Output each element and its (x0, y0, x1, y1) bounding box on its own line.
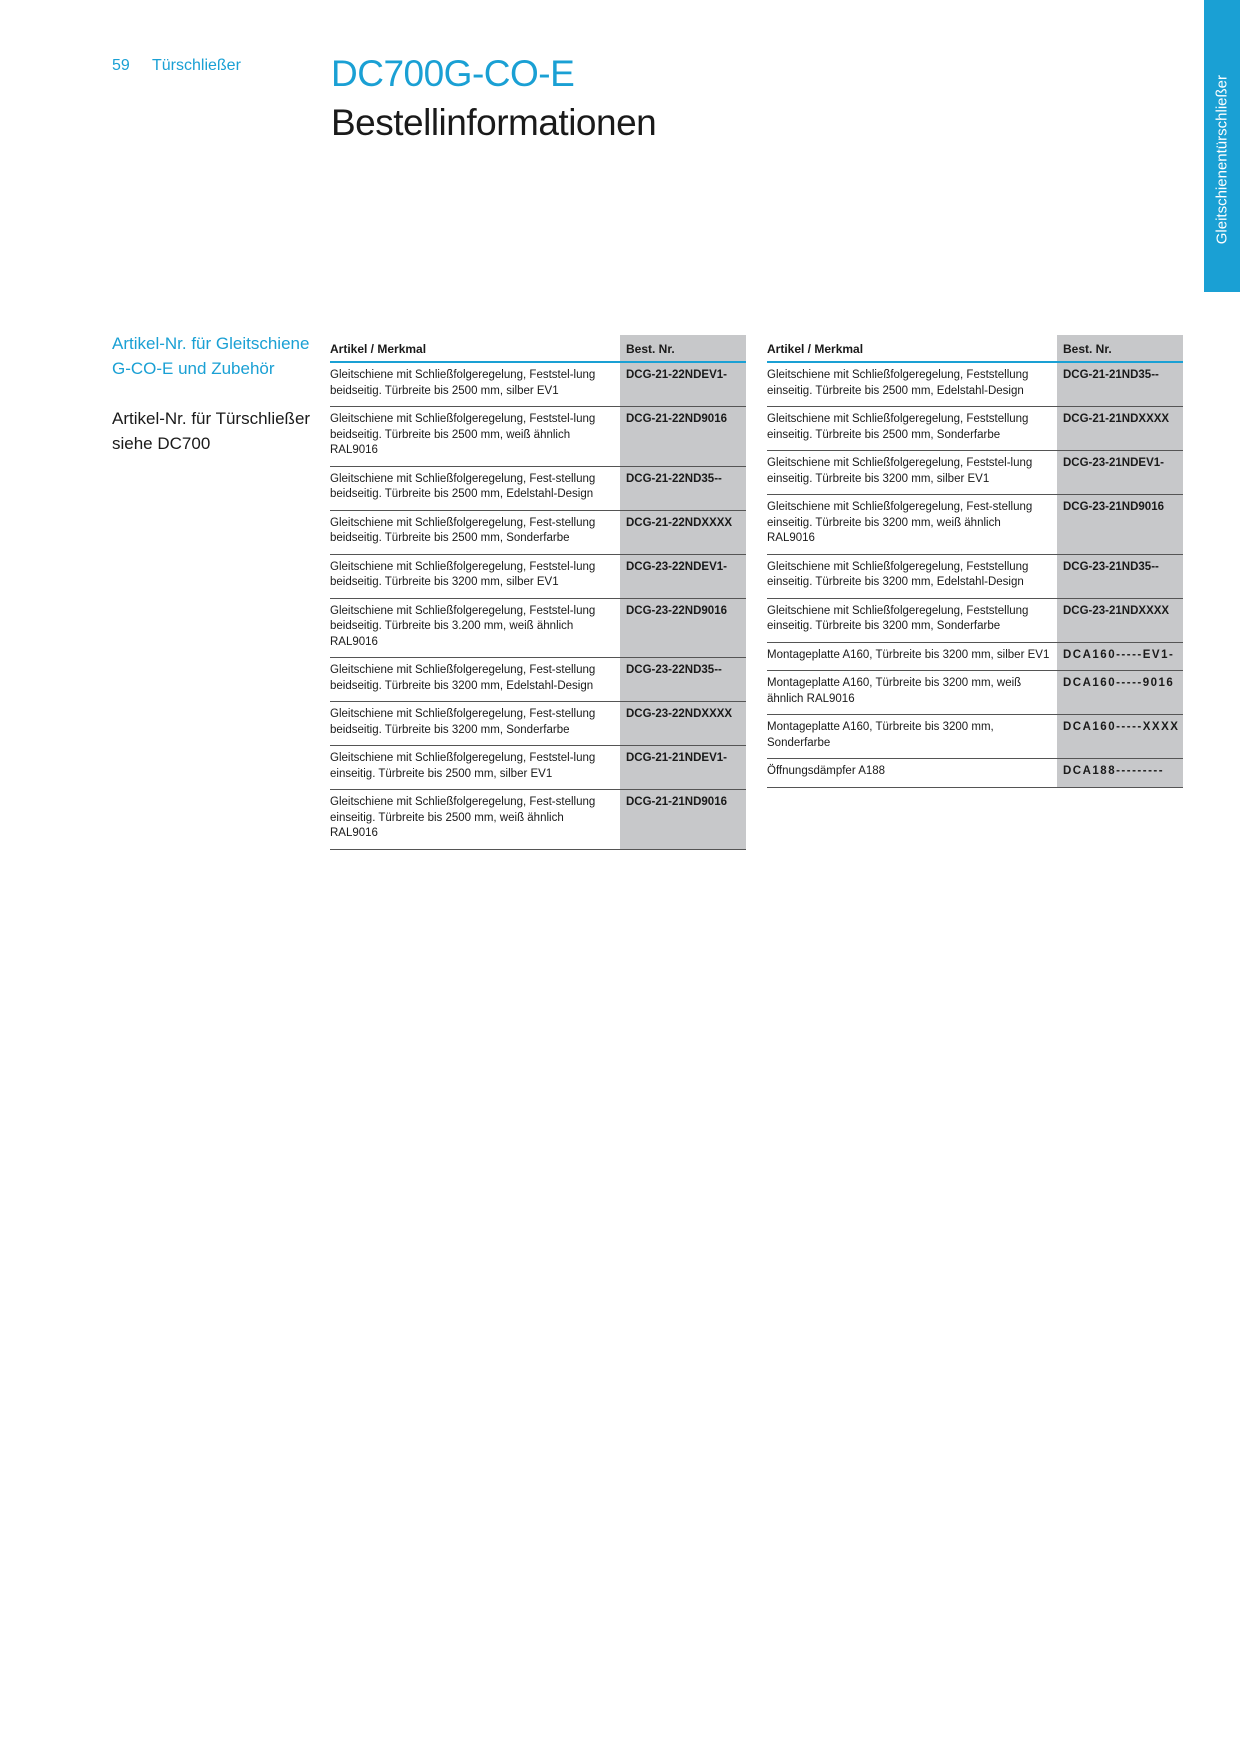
table-row: Gleitschiene mit Schließfolgeregelung, F… (767, 494, 1183, 555)
order-number: DCG-21-22NDEV1- (620, 362, 746, 407)
table-row: Gleitschiene mit Schließfolgeregelung, F… (330, 554, 746, 599)
table-row: Montageplatte A160, Türbreite bis 3200 m… (767, 642, 1183, 671)
order-table-left: Artikel / Merkmal Best. Nr. Gleitschiene… (330, 335, 746, 850)
article-description: Gleitschiene mit Schließfolgeregelung, F… (767, 554, 1057, 599)
order-number: DCG-21-21NDXXXX (1057, 406, 1183, 451)
table-row: Gleitschiene mit Schließfolgeregelung, F… (330, 701, 746, 746)
article-description: Gleitschiene mit Schließfolgeregelung, F… (330, 510, 620, 555)
article-description: Gleitschiene mit Schließfolgeregelung, F… (767, 450, 1057, 495)
article-description: Gleitschiene mit Schließfolgeregelung, F… (330, 554, 620, 599)
order-number: DCG-23-22ND35-- (620, 657, 746, 702)
order-number: DCA160-----EV1- (1057, 642, 1183, 671)
table-row: Gleitschiene mit Schließfolgeregelung, F… (330, 789, 746, 850)
side-tab: Gleitschienentürschließer (1204, 0, 1240, 292)
table-row: Gleitschiene mit Schließfolgeregelung, F… (330, 466, 746, 511)
table-row: Gleitschiene mit Schließfolgeregelung, F… (330, 657, 746, 702)
table-row: Montageplatte A160, Türbreite bis 3200 m… (767, 670, 1183, 715)
column-header-article: Artikel / Merkmal (330, 335, 620, 363)
article-description: Gleitschiene mit Schließfolgeregelung, F… (330, 406, 620, 467)
article-description: Montageplatte A160, Türbreite bis 3200 m… (767, 670, 1057, 715)
table-row: Gleitschiene mit Schließfolgeregelung, F… (767, 554, 1183, 599)
article-description: Gleitschiene mit Schließfolgeregelung, F… (330, 657, 620, 702)
order-number: DCG-23-21ND9016 (1057, 494, 1183, 555)
article-description: Gleitschiene mit Schließfolgeregelung, F… (330, 362, 620, 407)
article-description: Gleitschiene mit Schließfolgeregelung, F… (330, 598, 620, 658)
table-row: Gleitschiene mit Schließfolgeregelung, F… (330, 745, 746, 790)
table-row: Gleitschiene mit Schließfolgeregelung, F… (767, 450, 1183, 495)
order-number: DCA160-----XXXX (1057, 714, 1183, 759)
article-description: Gleitschiene mit Schließfolgeregelung, F… (330, 466, 620, 511)
table-row: Gleitschiene mit Schließfolgeregelung, F… (767, 362, 1183, 407)
page-number: 59 (112, 57, 130, 74)
order-number: DCG-23-22ND9016 (620, 598, 746, 658)
article-description: Montageplatte A160, Türbreite bis 3200 m… (767, 714, 1057, 759)
product-title: DC700G-CO-E (331, 53, 575, 94)
left-note-accessories: Artikel-Nr. für Gleitschiene G-CO-E und … (112, 334, 310, 378)
order-number: DCG-21-22ND9016 (620, 406, 746, 467)
column-header-order-number: Best. Nr. (1057, 335, 1183, 363)
side-tab-label: Gleitschienentürschließer (1213, 74, 1231, 244)
table-row: Gleitschiene mit Schließfolgeregelung, F… (330, 510, 746, 555)
article-description: Gleitschiene mit Schließfolgeregelung, F… (767, 598, 1057, 643)
order-number: DCG-21-22ND35-- (620, 466, 746, 511)
article-description: Gleitschiene mit Schließfolgeregelung, F… (767, 406, 1057, 451)
table-row: Gleitschiene mit Schließfolgeregelung, F… (767, 598, 1183, 643)
order-number: DCG-23-21NDEV1- (1057, 450, 1183, 495)
order-number: DCA160-----9016 (1057, 670, 1183, 715)
article-description: Gleitschiene mit Schließfolgeregelung, F… (767, 494, 1057, 555)
order-number: DCG-21-22NDXXXX (620, 510, 746, 555)
order-number: DCG-21-21ND35-- (1057, 362, 1183, 407)
left-note-door-closer: Artikel-Nr. für Türschließer siehe DC700 (112, 409, 311, 453)
order-table-right: Artikel / Merkmal Best. Nr. Gleitschiene… (767, 335, 1183, 788)
table-header-row: Artikel / Merkmal Best. Nr. (767, 335, 1183, 363)
order-number: DCG-21-21ND9016 (620, 789, 746, 850)
article-description: Gleitschiene mit Schließfolgeregelung, F… (330, 701, 620, 746)
order-number: DCG-23-21ND35-- (1057, 554, 1183, 599)
table-row: Gleitschiene mit Schließfolgeregelung, F… (330, 598, 746, 658)
table-header-row: Artikel / Merkmal Best. Nr. (330, 335, 746, 363)
order-number: DCG-23-21NDXXXX (1057, 598, 1183, 643)
column-header-article: Artikel / Merkmal (767, 335, 1057, 363)
section-name: Türschließer (152, 57, 241, 74)
table-row: Gleitschiene mit Schließfolgeregelung, F… (330, 406, 746, 467)
article-description: Gleitschiene mit Schließfolgeregelung, F… (330, 745, 620, 790)
order-number: DCA188--------- (1057, 758, 1183, 788)
article-description: Öffnungsdämpfer A188 (767, 758, 1057, 788)
order-number: DCG-23-22NDEV1- (620, 554, 746, 599)
article-description: Gleitschiene mit Schließfolgeregelung, F… (767, 362, 1057, 407)
order-number: DCG-21-21NDEV1- (620, 745, 746, 790)
page-heading: Bestellinformationen (331, 102, 657, 143)
table-row: Montageplatte A160, Türbreite bis 3200 m… (767, 714, 1183, 759)
order-number: DCG-23-22NDXXXX (620, 701, 746, 746)
article-description: Gleitschiene mit Schließfolgeregelung, F… (330, 789, 620, 850)
table-row: Gleitschiene mit Schließfolgeregelung, F… (767, 406, 1183, 451)
column-header-order-number: Best. Nr. (620, 335, 746, 363)
article-description: Montageplatte A160, Türbreite bis 3200 m… (767, 642, 1057, 671)
table-row: Gleitschiene mit Schließfolgeregelung, F… (330, 362, 746, 407)
